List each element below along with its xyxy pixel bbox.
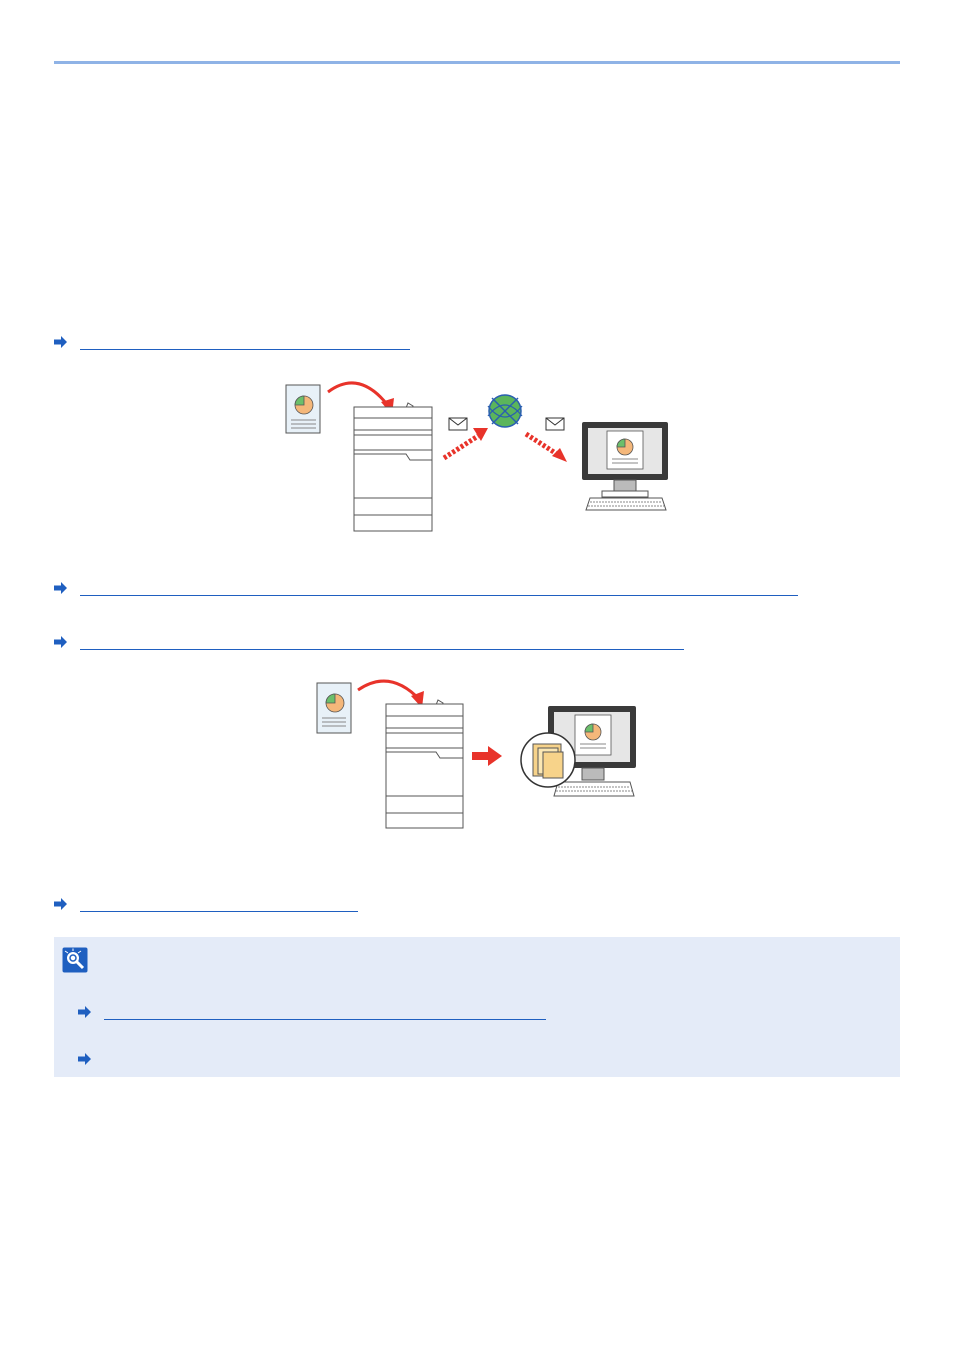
- reference-link[interactable]: [80, 335, 410, 350]
- note-reference-row[interactable]: [78, 1000, 546, 1020]
- envelope-icon: [448, 417, 468, 431]
- reference-arrow-icon: [54, 582, 67, 594]
- reference-link[interactable]: [80, 581, 798, 596]
- reference-link-row[interactable]: [54, 576, 798, 596]
- reference-arrow-icon: [54, 636, 67, 648]
- note-box: [54, 937, 900, 1077]
- shared-folder-icon: [520, 732, 576, 788]
- reference-link-row[interactable]: [54, 630, 684, 650]
- note-reference-link[interactable]: [104, 1005, 546, 1020]
- note-icon: [62, 947, 88, 973]
- header-rule: [54, 61, 900, 64]
- reference-link[interactable]: [80, 897, 358, 912]
- reference-arrow-icon: [78, 1053, 91, 1065]
- note-reference-link[interactable]: [104, 1052, 546, 1067]
- computer-icon: [582, 422, 668, 511]
- reference-arrow-icon: [54, 336, 67, 348]
- document-icon: [316, 682, 352, 734]
- reference-arrow-icon: [78, 1006, 91, 1018]
- document-icon: [285, 384, 321, 434]
- reference-link[interactable]: [80, 635, 684, 650]
- reference-arrow-icon: [54, 898, 67, 910]
- reference-link-row[interactable]: [54, 330, 410, 350]
- network-globe-icon: [487, 394, 523, 428]
- email-send-illustration: [270, 370, 690, 540]
- reference-link-row[interactable]: [54, 892, 358, 912]
- note-reference-row[interactable]: [78, 1047, 546, 1067]
- envelope-icon: [545, 417, 565, 431]
- mfp-icon: [353, 402, 433, 532]
- mfp-icon: [385, 699, 464, 829]
- folder-send-illustration: [300, 668, 650, 838]
- computer-icon: [548, 706, 636, 797]
